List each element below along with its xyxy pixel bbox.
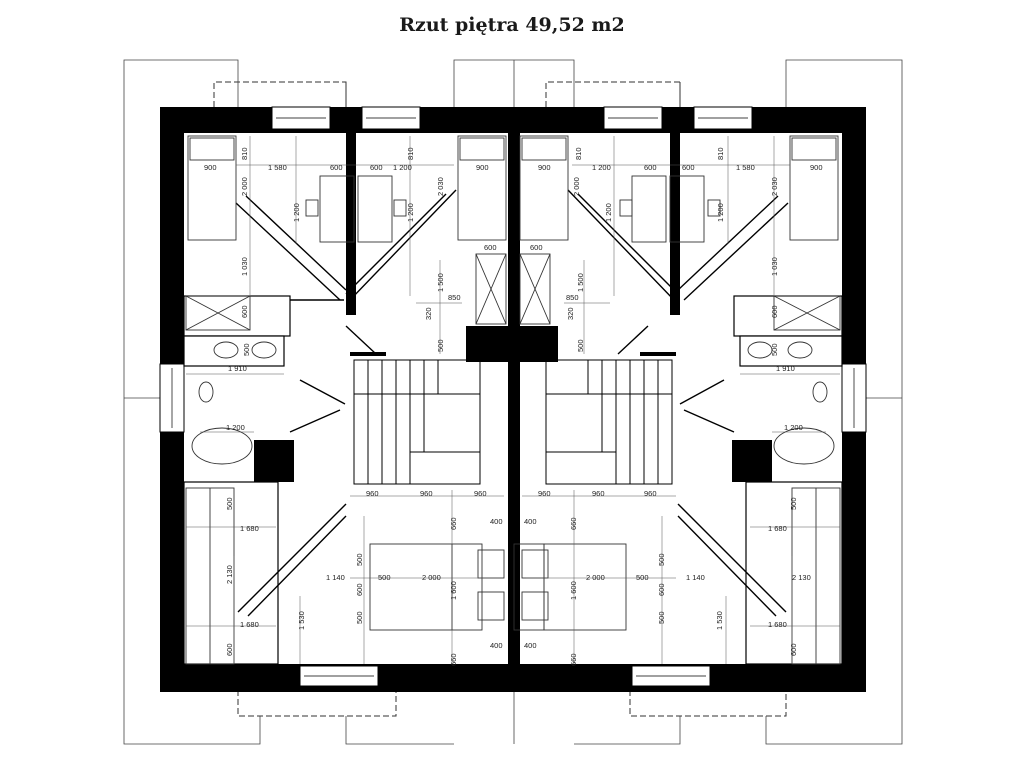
dim-label: 960 [420, 489, 433, 498]
dim-label: 600 [530, 243, 543, 252]
dim-label: 400 [524, 517, 537, 526]
dim-label-vertical: 810 [574, 147, 583, 160]
dim-label: 1 200 [592, 163, 611, 172]
dim-label-vertical: 1 030 [240, 257, 249, 276]
dim-label: 2 000 [586, 573, 605, 582]
dim-label: 600 [370, 163, 383, 172]
dim-label-vertical: 2 000 [240, 177, 249, 196]
dim-label: 1 140 [686, 573, 705, 582]
dim-label-vertical: 1 030 [770, 257, 779, 276]
dim-label: 1 680 [768, 620, 787, 629]
dim-label: 1 580 [268, 163, 287, 172]
dim-label: 600 [330, 163, 343, 172]
dimension-labels: 900 1 580 600 600 1 200 900 600 600 900 … [204, 147, 823, 666]
dim-label: 1 910 [776, 364, 795, 373]
dim-label-vertical: 810 [406, 147, 415, 160]
staircase-left [353, 359, 481, 485]
dim-label: 900 [538, 163, 551, 172]
dim-label-vertical: 600 [355, 583, 364, 596]
dim-label: 1 200 [784, 423, 803, 432]
dim-label: 900 [204, 163, 217, 172]
roof-outline [213, 81, 787, 717]
dim-label-vertical: 500 [436, 339, 445, 352]
dim-label-vertical: 2 030 [436, 177, 445, 196]
dim-label-vertical: 2 030 [770, 177, 779, 196]
dim-label: 600 [484, 243, 497, 252]
dim-label-vertical: 600 [657, 583, 666, 596]
dim-label-vertical: 2 130 [225, 565, 234, 584]
dim-label-vertical: 500 [576, 339, 585, 352]
dim-label-vertical: 660 [449, 653, 458, 666]
dim-label: 960 [474, 489, 487, 498]
dim-label: 500 [378, 573, 391, 582]
dim-label-vertical: 1 500 [576, 273, 585, 292]
dim-label-vertical: 1 600 [449, 581, 458, 600]
dim-label: 1 200 [226, 423, 245, 432]
dim-label-vertical: 1 200 [406, 203, 415, 222]
plan-title: Rzut piętra 49,52 m2 [399, 14, 625, 36]
dim-label-vertical: 320 [424, 307, 433, 320]
dim-label-vertical: 600 [789, 643, 798, 656]
dim-label-vertical: 1 600 [569, 581, 578, 600]
dim-label-vertical: 1 530 [715, 611, 724, 630]
dim-label-vertical: 500 [225, 497, 234, 510]
dim-label: 960 [538, 489, 551, 498]
dim-label-vertical: 600 [770, 305, 779, 318]
dim-label: 2 000 [422, 573, 441, 582]
dim-label-vertical: 600 [240, 305, 249, 318]
dim-label-vertical: 500 [657, 553, 666, 566]
dim-label-vertical: 1 200 [292, 203, 301, 222]
dim-label: 960 [592, 489, 605, 498]
dim-label: 900 [810, 163, 823, 172]
furniture [185, 135, 841, 665]
dim-label: 1 200 [393, 163, 412, 172]
dim-label-vertical: 810 [716, 147, 725, 160]
dim-label: 400 [490, 517, 503, 526]
eaves-outline [123, 59, 903, 745]
staircase-right [545, 359, 673, 485]
dim-label-vertical: 500 [355, 611, 364, 624]
dim-label: 1 680 [768, 524, 787, 533]
dim-label-vertical: 1 530 [297, 611, 306, 630]
dim-label-vertical: 1 500 [436, 273, 445, 292]
dim-label-vertical: 500 [770, 343, 779, 356]
dim-label-vertical: 660 [569, 653, 578, 666]
dim-label-vertical: 500 [789, 497, 798, 510]
dim-label: 1 680 [240, 524, 259, 533]
dim-label: 1 680 [240, 620, 259, 629]
dim-label-vertical: 660 [569, 517, 578, 530]
dim-label: 1 140 [326, 573, 345, 582]
dimension-lines [186, 136, 840, 664]
dim-label: 2 130 [792, 573, 811, 582]
dim-label-vertical: 500 [242, 343, 251, 356]
dim-label: 960 [366, 489, 379, 498]
dim-label: 500 [636, 573, 649, 582]
dim-label-vertical: 1 200 [716, 203, 725, 222]
dim-label: 1 910 [228, 364, 247, 373]
dim-label: 1 580 [736, 163, 755, 172]
dim-label-vertical: 600 [225, 643, 234, 656]
dim-label-vertical: 500 [355, 553, 364, 566]
dim-label: 960 [644, 489, 657, 498]
dim-label: 600 [644, 163, 657, 172]
dim-label: 850 [448, 293, 461, 302]
dim-label-vertical: 1 200 [604, 203, 613, 222]
partitions [183, 295, 843, 665]
dim-label: 600 [682, 163, 695, 172]
dim-label: 900 [476, 163, 489, 172]
dim-label-vertical: 810 [240, 147, 249, 160]
dim-label-vertical: 660 [449, 517, 458, 530]
dim-label: 850 [566, 293, 579, 302]
dim-label: 400 [490, 641, 503, 650]
dim-label-vertical: 320 [566, 307, 575, 320]
dim-label-vertical: 2 000 [572, 177, 581, 196]
dim-label-vertical: 500 [657, 611, 666, 624]
dim-label: 400 [524, 641, 537, 650]
